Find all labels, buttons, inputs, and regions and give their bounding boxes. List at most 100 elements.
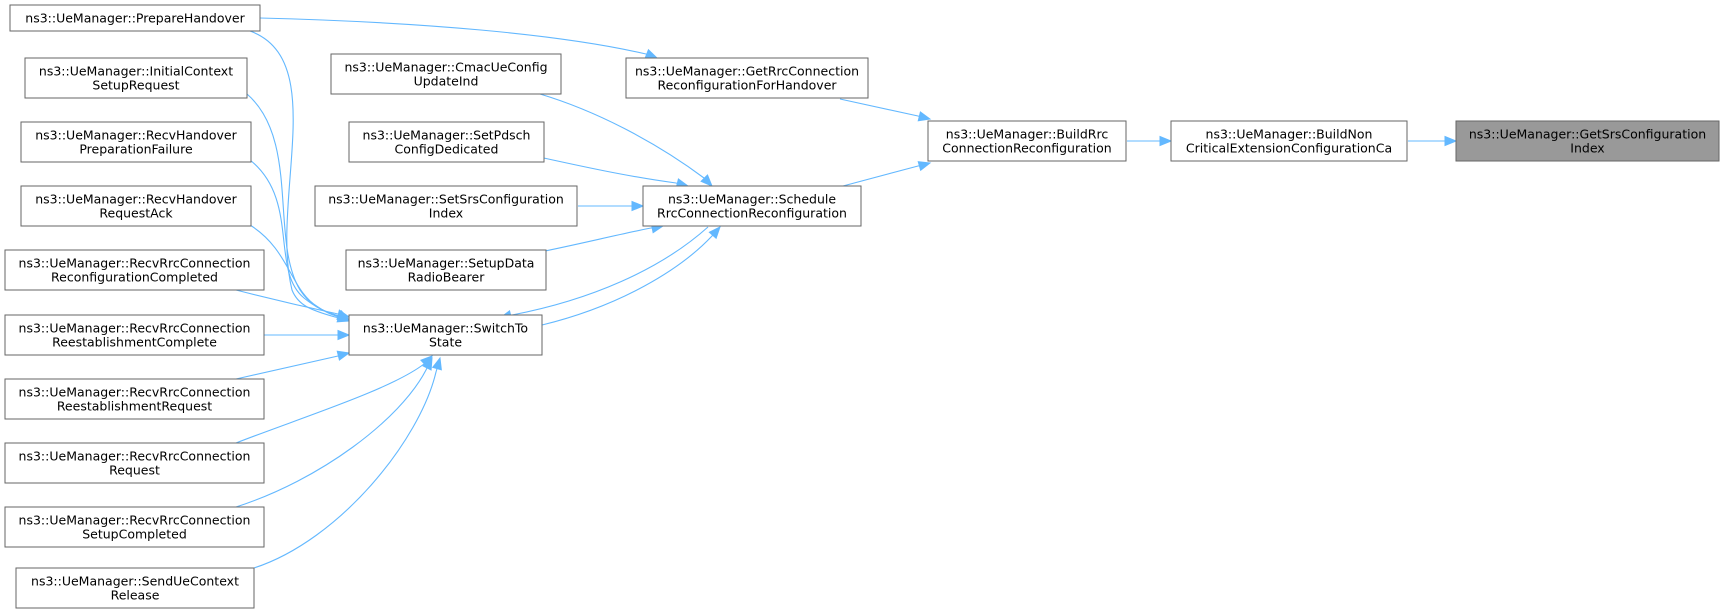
arrowhead-icon <box>336 309 351 320</box>
node-box <box>345 249 547 291</box>
node-label-line: CriticalExtensionConfigurationCa <box>1186 141 1392 156</box>
node-label-line: SetupCompleted <box>82 527 187 542</box>
node-label-line: State <box>429 335 462 350</box>
node-box <box>20 185 252 227</box>
edge-reestdone-to-switchto <box>264 329 351 341</box>
node-label-line: ns3::UeManager::RecvRrcConnection <box>19 513 251 528</box>
edge-prepare-to-getrrc <box>259 17 659 59</box>
node-label-line: ns3::UeManager::SetupData <box>358 256 535 271</box>
edge-getrrc-to-buildrrc <box>839 98 932 122</box>
edge-line <box>839 98 921 118</box>
edge-line <box>235 366 428 508</box>
arrowhead-icon <box>917 161 932 172</box>
node-reconfdone[interactable]: ns3::UeManager::RecvRrcConnectionReconfi… <box>4 249 265 291</box>
node-box <box>4 442 265 484</box>
edge-line <box>249 159 341 317</box>
edge-line <box>259 17 648 55</box>
edge-schedule-to-buildrrc <box>842 161 932 187</box>
node-label-line: Index <box>429 206 463 221</box>
node-label-line: ns3::UeManager::RecvRrcConnection <box>19 321 251 336</box>
node-hofail[interactable]: ns3::UeManager::RecvHandoverPreparationF… <box>20 121 252 163</box>
node-label-line: ReestablishmentRequest <box>57 399 212 414</box>
node-label-line: ReestablishmentComplete <box>52 335 217 350</box>
node-reestreq[interactable]: ns3::UeManager::RecvRrcConnectionReestab… <box>4 378 265 420</box>
node-label-line: RadioBearer <box>408 270 486 285</box>
node-label-line: ns3::UeManager::CmacUeConfig <box>344 60 547 75</box>
edge-line <box>509 226 709 317</box>
edge-sendctx-to-switchto <box>253 356 442 569</box>
node-prepare[interactable]: ns3::UeManager::PrepareHandover <box>9 4 261 32</box>
node-reestdone[interactable]: ns3::UeManager::RecvRrcConnectionReestab… <box>4 314 265 356</box>
node-label-line: ns3::UeManager::RecvRrcConnection <box>19 385 251 400</box>
node-box <box>24 57 248 99</box>
node-label-line: ns3::UeManager::RecvHandover <box>35 192 237 207</box>
edge-line <box>541 234 714 326</box>
node-label-line: UpdateInd <box>414 74 479 89</box>
node-label-line: ConfigDedicated <box>395 142 499 157</box>
node-box <box>15 567 255 609</box>
node-label-line: ns3::UeManager::InitialContext <box>39 64 233 79</box>
node-label-line: RequestAck <box>99 206 173 221</box>
node-label-line: ns3::UeManager::SetPdsch <box>363 128 531 143</box>
arrowhead-icon <box>337 329 351 341</box>
node-getrrc[interactable]: ns3::UeManager::GetRrcConnectionReconfig… <box>625 57 869 99</box>
node-label-line: ns3::UeManager::SetSrsConfiguration <box>328 192 564 207</box>
node-box <box>348 314 543 356</box>
arrowhead-icon <box>700 174 713 187</box>
node-box <box>642 185 862 227</box>
edge-line <box>253 367 438 569</box>
node-buildrrc[interactable]: ns3::UeManager::BuildRrcConnectionReconf… <box>927 120 1127 162</box>
node-label-line: ConnectionReconfiguration <box>942 141 1111 156</box>
arrowhead-icon <box>431 356 442 371</box>
edge-line <box>539 227 654 253</box>
node-label-line: ReconfigurationForHandover <box>657 78 837 93</box>
node-label-line: ns3::UeManager::BuildNon <box>1206 127 1373 142</box>
edge-reestreq-to-switchto <box>235 350 351 380</box>
node-buildnon[interactable]: ns3::UeManager::BuildNonCriticalExtensio… <box>1170 120 1408 162</box>
node-label-line: ns3::UeManager::GetSrsConfiguration <box>1469 127 1706 142</box>
node-label-line: Release <box>111 588 160 603</box>
node-label-line: ns3::UeManager::SendUeContext <box>31 574 239 589</box>
node-box <box>1455 120 1720 162</box>
node-box <box>1170 120 1408 162</box>
node-label-line: ns3::UeManager::BuildRrc <box>946 127 1109 142</box>
edge-setsrs-to-schedule <box>578 200 645 212</box>
edge-line <box>529 154 679 185</box>
node-box <box>927 120 1127 162</box>
node-setupdone[interactable]: ns3::UeManager::RecvRrcConnectionSetupCo… <box>4 506 265 548</box>
node-label-line: ns3::UeManager::GetRrcConnection <box>635 64 859 79</box>
arrowhead-icon <box>708 226 721 240</box>
node-initialctx[interactable]: ns3::UeManager::InitialContextSetupReque… <box>24 57 248 99</box>
node-box <box>314 185 578 227</box>
edge-line <box>249 224 341 318</box>
edge-hofail-to-switchto <box>249 159 351 321</box>
node-label-line: ns3::UeManager::Schedule <box>668 192 836 207</box>
node-box <box>4 249 265 291</box>
node-box <box>348 121 545 163</box>
arrowhead-icon <box>644 48 659 59</box>
node-label-line: SetupRequest <box>92 78 179 93</box>
node-label-line: ReconfigurationCompleted <box>51 270 218 285</box>
edge-connreq-to-switchto <box>235 355 433 444</box>
node-box <box>330 53 562 95</box>
arrowhead-icon <box>631 200 645 212</box>
edges-layer <box>235 17 1458 569</box>
node-box <box>625 57 869 99</box>
arrowhead-icon <box>917 111 932 122</box>
edge-line <box>235 354 340 380</box>
node-label-line: ns3::UeManager::RecvHandover <box>35 128 237 143</box>
node-box <box>4 314 265 356</box>
edge-buildrrc-to-buildnon <box>1127 135 1173 147</box>
node-label-line: ns3::UeManager::RecvRrcConnection <box>19 256 251 271</box>
node-schedule[interactable]: ns3::UeManager::ScheduleRrcConnectionRec… <box>642 185 862 227</box>
edge-setpdsch-to-schedule <box>529 154 690 189</box>
